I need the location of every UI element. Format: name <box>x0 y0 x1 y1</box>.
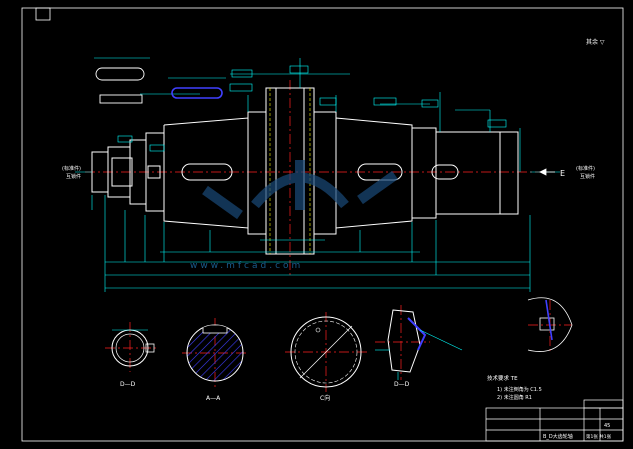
gear-face-view <box>290 316 362 388</box>
view-e-arrow <box>539 168 555 176</box>
section-dd-view <box>111 329 155 367</box>
watermark-logo-icon <box>202 160 398 220</box>
dimension-lines <box>75 58 560 292</box>
keyway-detail-views <box>94 57 226 104</box>
gear-teeth-hidden <box>269 88 311 254</box>
notes-title: 技术要求 TE <box>487 374 518 382</box>
notes-item-2: 2) 未注圆角 R1 <box>497 394 532 401</box>
section-c-label: C向 <box>320 394 330 402</box>
drawing-frame <box>21 7 624 442</box>
title-drawing-no: 第1张 共1张 <box>586 433 612 440</box>
title-material: 45 <box>604 423 610 429</box>
view-dd-label: D—D <box>394 381 410 388</box>
section-arrow-label: E <box>560 169 565 178</box>
notes-item-1: 1) 未注倒角为 C1.5 <box>497 386 542 393</box>
watermark-text: www.mfcad.com <box>190 261 303 271</box>
section-dd-label: D—D <box>120 381 136 388</box>
left-callout-1: (标准件) <box>62 165 81 172</box>
right-callout-1: (标准件) <box>576 165 595 172</box>
drawing-labels: 其余 ▽ (标准件) 互锁件 (标准件) 互锁件 E D—D A—A C向 D—… <box>62 38 612 440</box>
title-block <box>485 399 624 442</box>
rotated-detail-view <box>375 309 463 380</box>
shaft-main-view <box>91 87 519 255</box>
left-callout-2: 互锁件 <box>66 173 81 180</box>
section-aa-label: A—A <box>206 395 221 402</box>
section-aa-view <box>186 324 244 382</box>
detail-view-right <box>527 297 573 352</box>
title-part-name: B_D大齿轮轴 <box>543 433 573 440</box>
right-callout-2: 互锁件 <box>580 173 595 180</box>
top-right-label: 其余 ▽ <box>586 38 605 46</box>
tolerance-frames <box>117 65 507 152</box>
